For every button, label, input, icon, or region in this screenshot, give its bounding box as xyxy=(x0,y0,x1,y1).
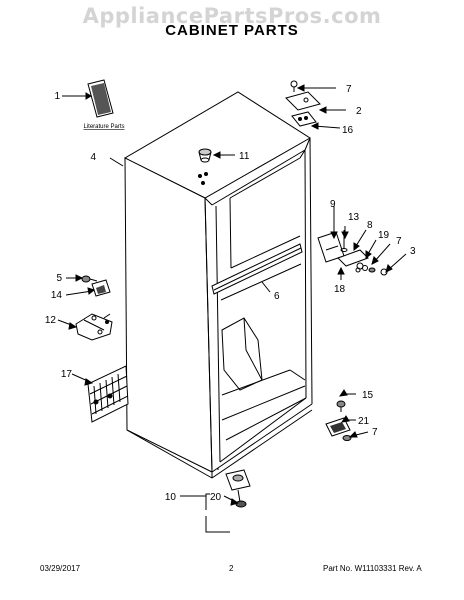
callout-6: 6 xyxy=(274,291,280,302)
callout-16: 16 xyxy=(342,125,354,136)
screw-11 xyxy=(198,148,212,185)
center-hinge xyxy=(317,230,388,276)
part-5-14 xyxy=(81,275,111,297)
footer-part-number: Part No. W11103331 Rev. A xyxy=(323,564,422,573)
callout-7b: 7 xyxy=(396,236,402,247)
callout-17: 17 xyxy=(61,369,73,380)
callout-5: 5 xyxy=(56,273,62,284)
callout-10: 10 xyxy=(165,492,177,503)
watermark: AppliancePartsPros.com xyxy=(82,4,382,28)
bottom-hinge xyxy=(325,400,352,441)
callout-21: 21 xyxy=(358,416,370,427)
callout-8: 8 xyxy=(367,220,373,231)
callout-4: 4 xyxy=(90,152,96,163)
footer-date: 03/29/2017 xyxy=(40,564,81,573)
callout-11: 11 xyxy=(239,151,250,162)
callout-15: 15 xyxy=(362,390,374,401)
callout-12: 12 xyxy=(45,315,57,326)
leveling-leg xyxy=(205,468,251,533)
top-hinge xyxy=(285,80,321,127)
divider-rail xyxy=(211,243,303,295)
callout-14: 14 xyxy=(51,290,63,301)
callout-3: 3 xyxy=(410,246,416,257)
literature-booklet xyxy=(62,79,114,118)
footer-page: 2 xyxy=(229,564,234,573)
callout-18: 18 xyxy=(334,284,346,295)
literature-parts-label: Literature Parts xyxy=(83,124,124,130)
callout-7a: 7 xyxy=(346,84,352,95)
page-title: CABINET PARTS xyxy=(165,22,299,39)
part-12 xyxy=(75,313,113,341)
callout-2: 2 xyxy=(356,106,362,117)
callout-1: 1 xyxy=(54,91,60,102)
callout-19: 19 xyxy=(378,230,390,241)
cabinet-shell xyxy=(123,91,313,479)
callout-13: 13 xyxy=(348,212,360,223)
callout-9: 9 xyxy=(330,199,336,210)
callout-7c: 7 xyxy=(372,427,378,438)
callout-20: 20 xyxy=(210,492,222,503)
part-17-grille xyxy=(87,365,129,423)
